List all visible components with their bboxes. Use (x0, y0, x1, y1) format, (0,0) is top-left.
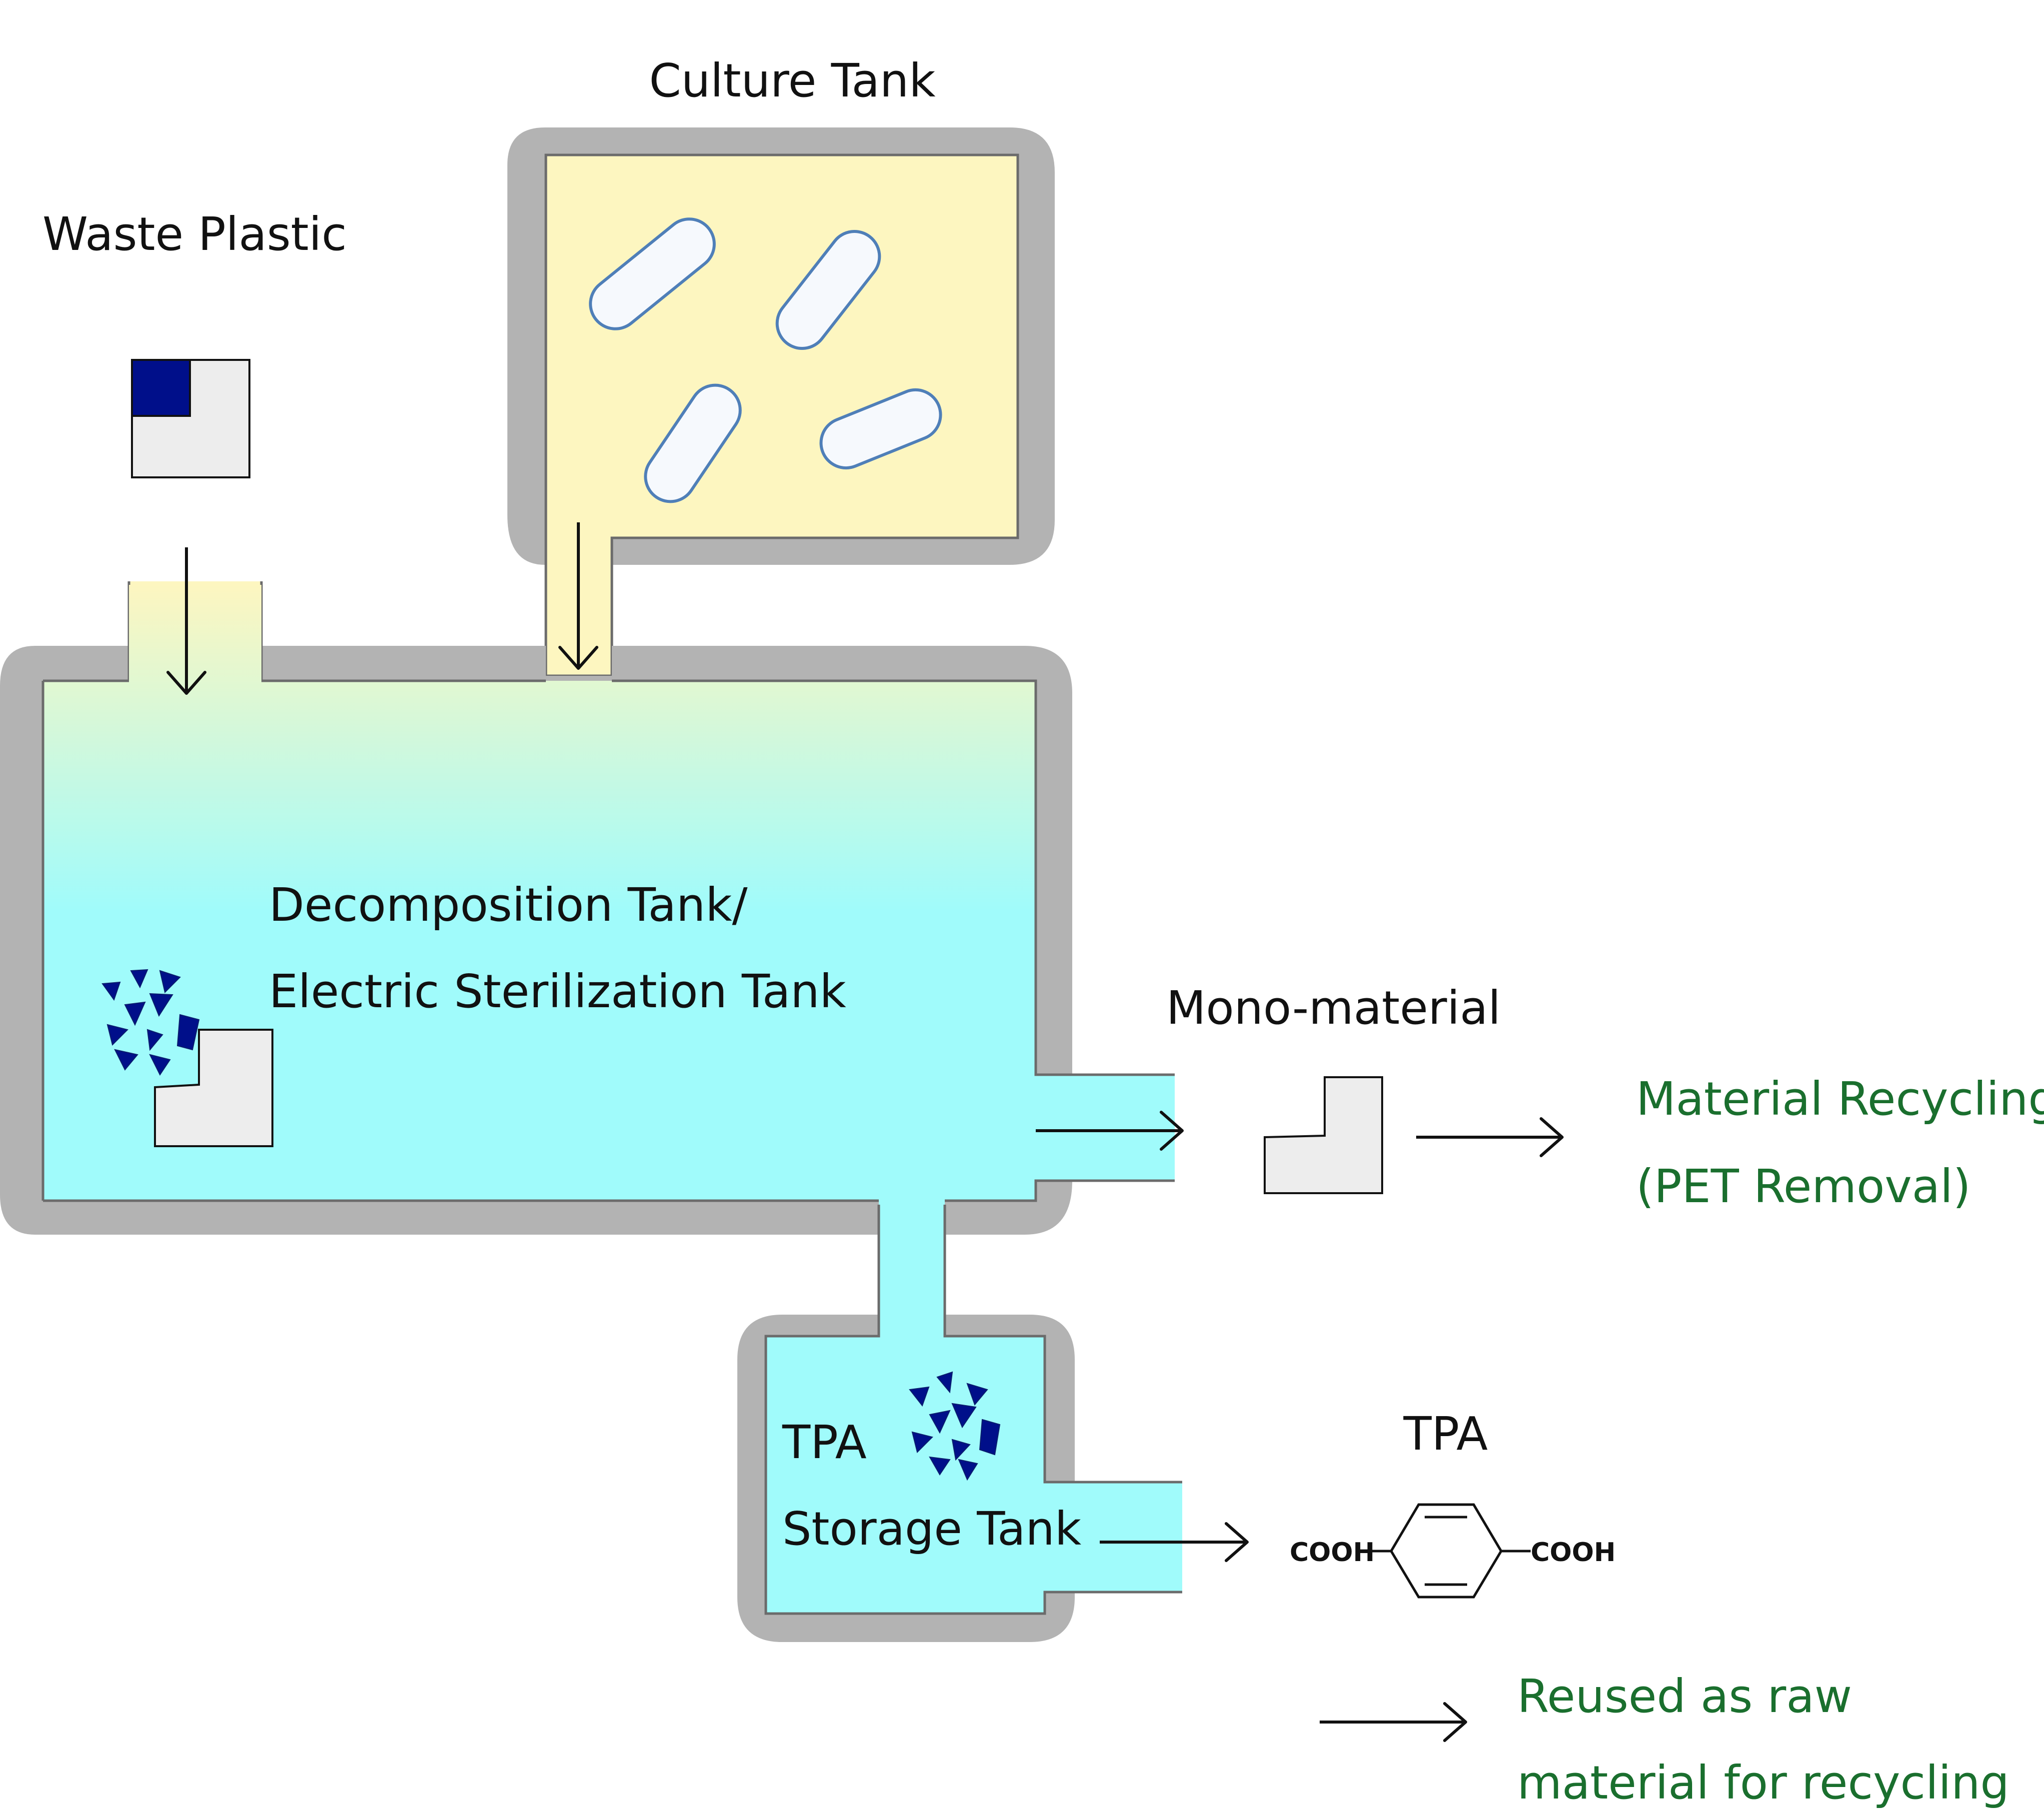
bacterium-2 (775, 230, 881, 350)
reuse-arrow (1320, 1702, 1467, 1742)
tpa-storage-label-line1: TPA (782, 1416, 867, 1469)
reused-label-line1: Reused as raw (1517, 1670, 1852, 1723)
bacterium-3 (644, 383, 742, 503)
cooh-left-label: COOH (1290, 1538, 1375, 1568)
material-recycling-label-line2: (PET Removal) (1636, 1160, 1971, 1213)
reused-label-line2: material for recycling (1517, 1756, 2010, 1810)
waste-plastic-label: Waste Plastic (42, 207, 347, 261)
tpa-molecule-structure (1362, 1503, 1531, 1599)
culture-tank-label: Culture Tank (649, 54, 936, 107)
plastic-fragments-icon (101, 969, 200, 1076)
waste-plastic-icon (131, 359, 250, 478)
mono-material-outlet-arrow (1036, 1111, 1184, 1151)
tpa-storage-tank (737, 1205, 1182, 1642)
bacterium-1 (589, 217, 716, 330)
decomposition-tank (0, 581, 1175, 1310)
tpa-storage-tank-interior (766, 1235, 1182, 1614)
material-recycling-arrow (1416, 1117, 1564, 1157)
culture-tank-interior (544, 153, 1019, 677)
culture-feed-arrow (558, 522, 598, 670)
material-recycling-label-line1: Material Recycling (1636, 1072, 2044, 1126)
remaining-plastic-icon (154, 1029, 273, 1147)
culture-tank (507, 127, 1055, 677)
cooh-right-label: COOH (1531, 1538, 1616, 1568)
bacterium-4 (819, 388, 942, 470)
mono-material-label: Mono-material (1166, 981, 1501, 1035)
waste-feed-arrow (166, 547, 206, 695)
decomposition-tank-label-line1: Decomposition Tank/ (269, 878, 748, 932)
tpa-fragments-icon (909, 1371, 1001, 1481)
mono-material-icon (1264, 1076, 1383, 1194)
decomposition-tank-interior (43, 585, 1175, 1310)
decomposition-tank-label-line2: Electric Sterilization Tank (269, 965, 847, 1018)
tpa-storage-label-line2: Storage Tank (782, 1502, 1082, 1556)
tpa-outlet-arrow (1100, 1522, 1249, 1562)
tpa-product-label: TPA (1403, 1407, 1488, 1461)
